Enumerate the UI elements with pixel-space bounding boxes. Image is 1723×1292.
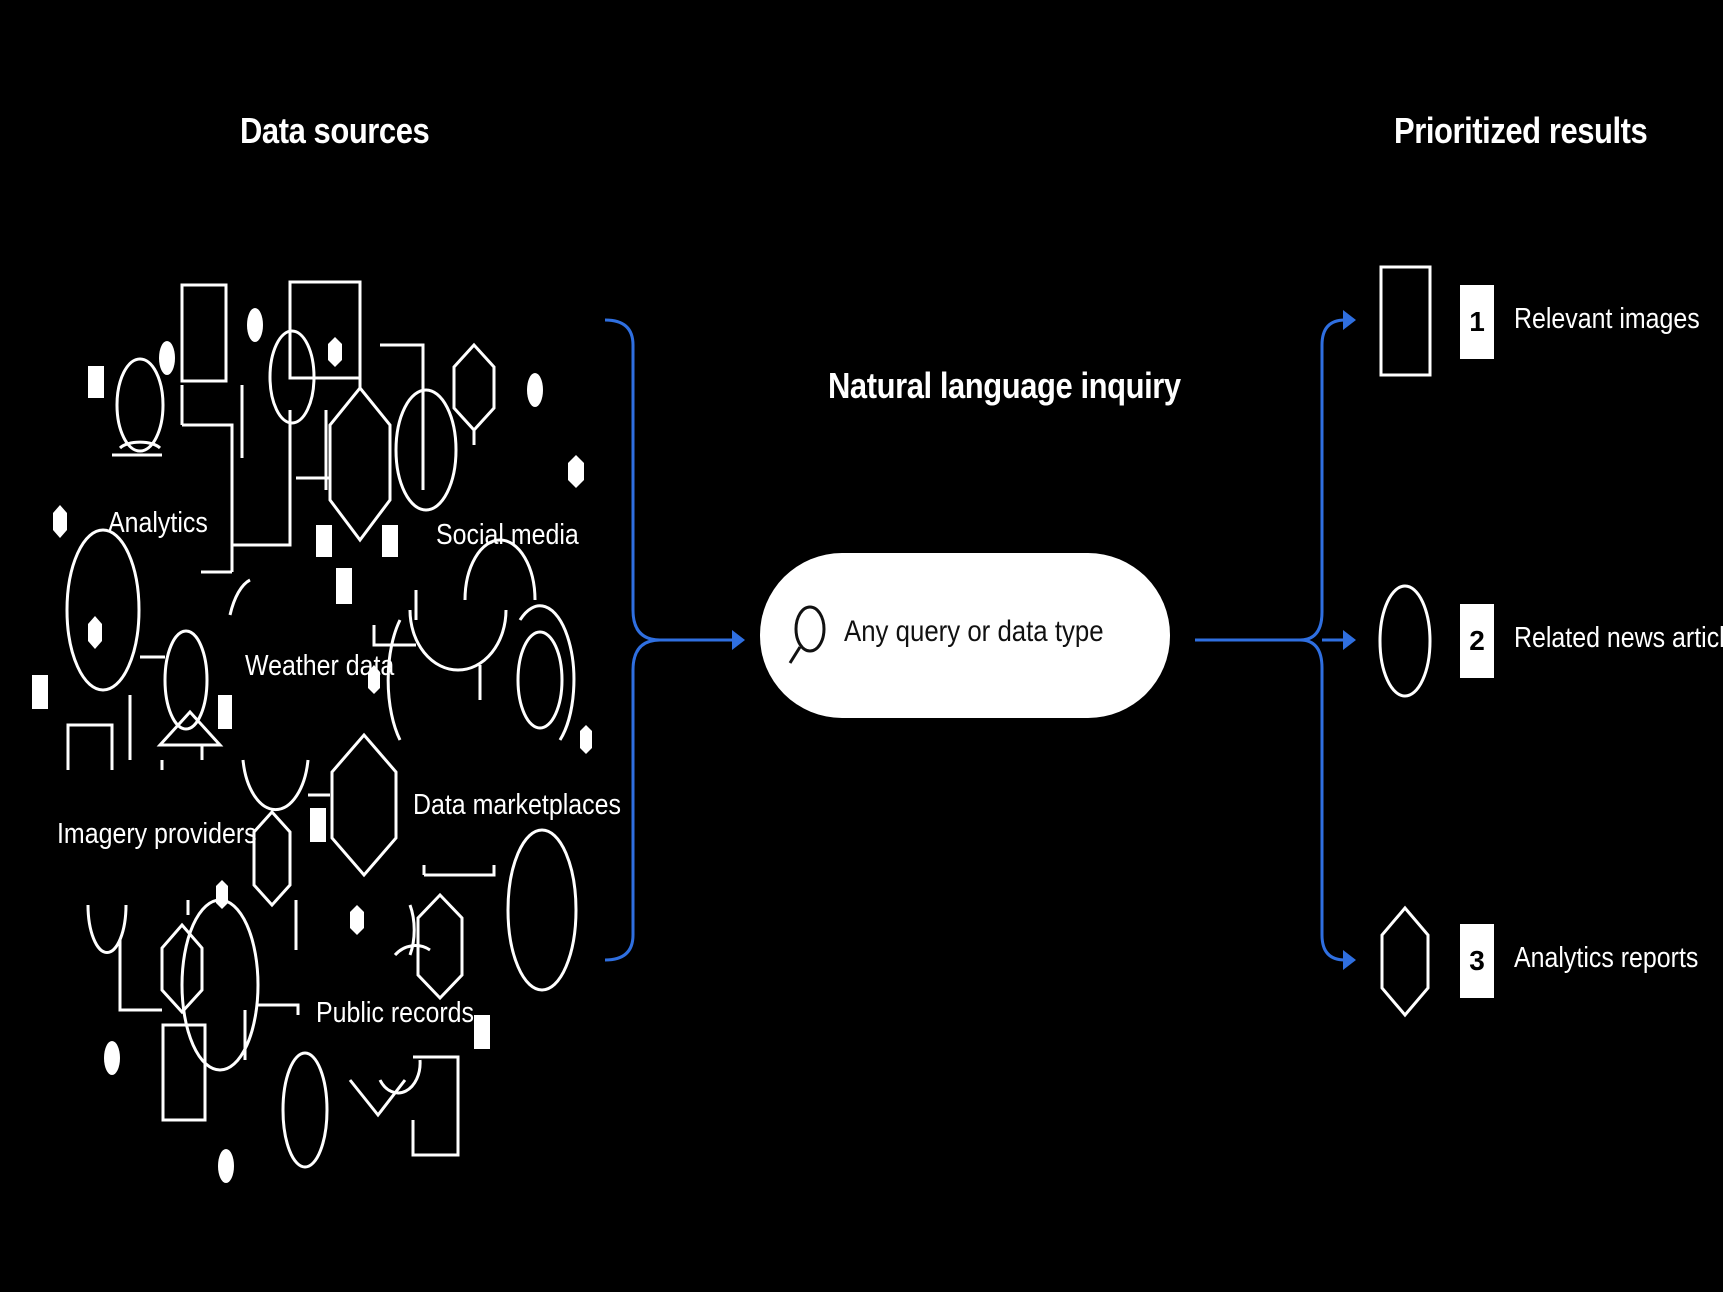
input-bracket-arrow	[604, 318, 735, 962]
result-3-arrowhead	[1343, 950, 1356, 970]
result-1-arrowhead	[1343, 310, 1356, 330]
input-arrowhead	[732, 630, 745, 650]
search-input-placeholder[interactable]: Any query or data type	[844, 615, 1104, 648]
circle-icon	[1378, 584, 1432, 698]
result-number-2: 2	[1460, 604, 1494, 678]
source-label-data-marketplaces: Data marketplaces	[413, 789, 621, 821]
data-source-cluster	[65, 280, 578, 1169]
result-number-3: 3	[1460, 924, 1494, 998]
result-label-3: Analytics reports	[1514, 942, 1699, 974]
natural-language-inquiry-heading: Natural language inquiry	[828, 365, 1181, 406]
result-number-1: 1	[1460, 285, 1494, 359]
prioritized-results-heading: Prioritized results	[1394, 110, 1648, 151]
search-icon	[788, 605, 826, 664]
source-label-analytics: Analytics	[108, 507, 208, 539]
source-label-imagery-providers: Imagery providers	[57, 818, 257, 850]
data-sources-heading: Data sources	[240, 110, 430, 151]
output-fan-arrows	[1195, 318, 1346, 962]
source-dots	[32, 308, 592, 1183]
source-label-weather-data: Weather data	[245, 650, 395, 682]
hexagon-icon	[1380, 905, 1430, 1018]
source-label-public-records: Public records	[316, 997, 475, 1029]
result-label-1: Relevant images	[1514, 303, 1700, 335]
source-label-social-media: Social media	[436, 519, 579, 551]
search-bar[interactable]: Any query or data type	[760, 553, 1170, 718]
result-label-2: Related news articles	[1514, 622, 1723, 654]
result-2-arrowhead	[1343, 630, 1356, 650]
square-icon	[1379, 265, 1432, 377]
